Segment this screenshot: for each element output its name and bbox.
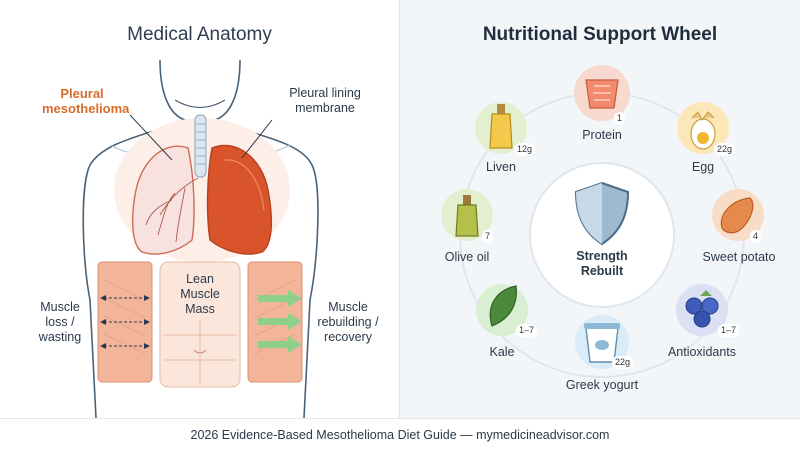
pointer-lining: [241, 119, 273, 159]
badge-olive-oil: 7: [482, 230, 494, 243]
label-muscle-loss: Muscle loss / wasting: [38, 300, 82, 344]
egg-icon: [690, 111, 716, 150]
oil-bottle-icon: [489, 104, 513, 149]
blueberries-icon: [685, 290, 719, 328]
node-kale: [476, 284, 528, 336]
label-greek-yogurt: Greek yogurt: [565, 378, 639, 392]
panel-divider: [399, 0, 400, 418]
label-kale: Kale: [489, 345, 515, 359]
kale-icon: [489, 285, 517, 327]
lung-affected: [206, 144, 273, 255]
navel: [193, 349, 207, 354]
yogurt-icon: [584, 323, 620, 363]
chin-line: [174, 99, 226, 109]
footer: 2026 Evidence-Based Mesothelioma Diet Gu…: [0, 418, 800, 451]
node-egg: [677, 102, 729, 154]
center-text: Strength Rebuilt: [576, 249, 628, 278]
salmon-icon: [585, 79, 619, 109]
node-protein: [574, 65, 630, 121]
badge-greek-yogurt: 22g: [612, 356, 634, 369]
node-olive-oil: [441, 189, 493, 241]
label-antioxidants: Antioxidants: [667, 345, 737, 359]
label-lean-muscle-mass: Lean Muscle Mass: [180, 272, 220, 316]
badge-protein: 1: [614, 112, 626, 125]
wheel-illustration: [441, 65, 764, 378]
label-pleural-mesothelioma: Pleural mesothelioma: [42, 86, 130, 116]
footer-text: 2026 Evidence-Based Mesothelioma Diet Gu…: [190, 428, 610, 442]
olive-oil-icon: [455, 195, 479, 237]
label-protein: Protein: [582, 128, 622, 142]
nutrition-panel: Nutritional Support Wheel: [400, 0, 800, 418]
pointer-mesothelioma: [129, 114, 173, 161]
badge-liven: 12g: [514, 143, 536, 156]
shield-icon: [574, 181, 630, 246]
anatomy-illustration: [82, 59, 319, 418]
node-sweet-potato: [712, 189, 764, 241]
label-egg: Egg: [691, 160, 715, 174]
node-greek-yogurt: [575, 315, 629, 369]
node-antioxidants: [676, 284, 728, 336]
badge-antioxidants: 1–7: [718, 324, 740, 337]
wheel-title: Nutritional Support Wheel: [482, 24, 718, 45]
anatomy-panel: Medical Anatomy: [0, 0, 399, 418]
rebuild-arrows: [258, 290, 302, 353]
label-pleural-lining: Pleural lining membrane: [289, 86, 361, 115]
label-olive-oil: Olive oil: [444, 250, 490, 264]
badge-kale: 1–7: [516, 324, 538, 337]
badge-egg: 22g: [714, 143, 736, 156]
sweet-potato-icon: [720, 197, 754, 234]
node-liven: [475, 102, 527, 154]
lung-healthy: [131, 145, 195, 255]
badge-sweet-potato: 4: [750, 230, 762, 243]
label-muscle-rebuilding: Muscle rebuilding / recovery: [317, 300, 379, 344]
label-sweet-potato: Sweet potato: [702, 250, 776, 264]
loss-arrows: [104, 297, 146, 347]
trachea: [194, 114, 207, 178]
label-liven: Liven: [486, 160, 516, 174]
anatomy-title: Medical Anatomy: [127, 24, 272, 45]
